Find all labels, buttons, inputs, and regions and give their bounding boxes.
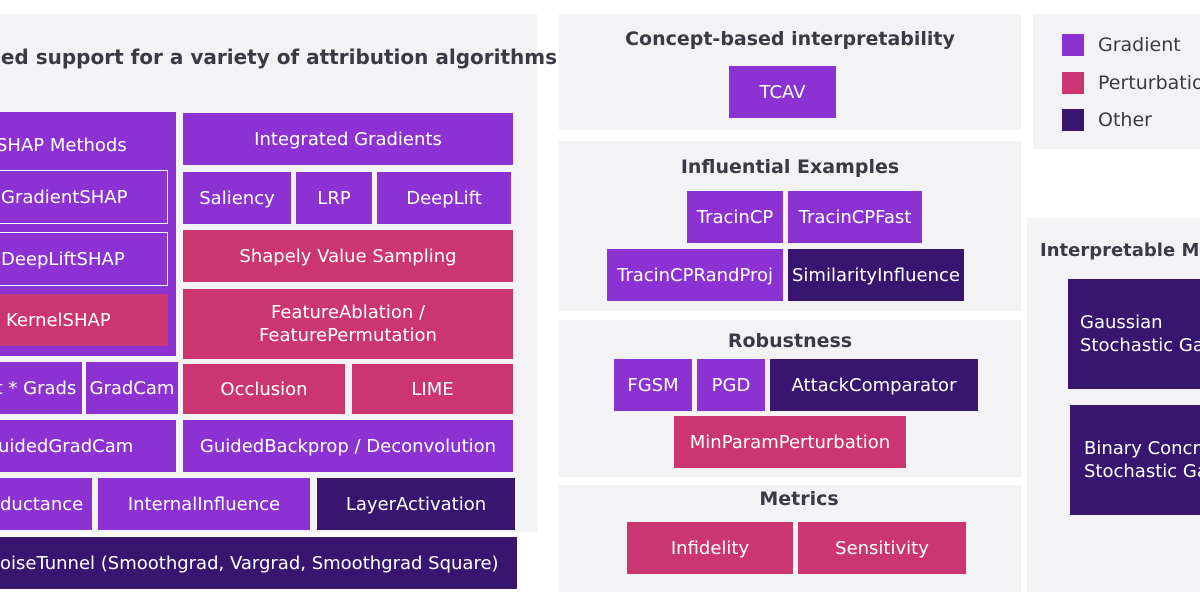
legend-label-perturbation: Perturbatio bbox=[1098, 72, 1200, 94]
noise-tunnel-box: oiseTunnel (Smoothgrad, Vargrad, Smoothg… bbox=[0, 537, 517, 589]
kernelshap-box: KernelSHAP bbox=[0, 294, 168, 346]
legend-swatch-gradient bbox=[1062, 34, 1084, 56]
legend-item-gradient: Gradient bbox=[1062, 34, 1181, 56]
pgd-box: PGD bbox=[697, 359, 765, 411]
fgsm-box: FGSM bbox=[614, 359, 692, 411]
attribution-title: ied support for a variety of attribution… bbox=[0, 45, 558, 69]
legend-label-gradient: Gradient bbox=[1098, 34, 1181, 56]
gaussian-stochastic-gates-box: Gaussian Stochastic Ga bbox=[1068, 279, 1200, 389]
similarity-influence-box: SimilarityInfluence bbox=[788, 249, 964, 301]
legend-label-other: Other bbox=[1098, 109, 1152, 131]
integrated-gradients-box: Integrated Gradients bbox=[183, 113, 513, 165]
legend-panel bbox=[1033, 14, 1200, 149]
tracincp-fast-box: TracinCPFast bbox=[788, 191, 922, 243]
internal-influence-box: InternalInfluence bbox=[98, 478, 310, 530]
feature-ablation-box: FeatureAblation / FeaturePermutation bbox=[183, 289, 513, 359]
gradcam-box: GradCam bbox=[86, 362, 178, 414]
legend-swatch-other bbox=[1062, 109, 1084, 131]
infidelity-box: Infidelity bbox=[627, 522, 793, 574]
guided-gradcam-box: uidedGradCam bbox=[0, 420, 176, 472]
saliency-box: Saliency bbox=[183, 172, 291, 224]
occlusion-box: Occlusion bbox=[183, 364, 345, 414]
interpretable-title: Interpretable M bbox=[1040, 240, 1200, 261]
attack-comparator-box: AttackComparator bbox=[770, 359, 978, 411]
metrics-title: Metrics bbox=[759, 488, 839, 510]
legend-item-perturbation: Perturbatio bbox=[1062, 72, 1200, 94]
legend-item-other: Other bbox=[1062, 109, 1152, 131]
conductance-box: ductance bbox=[0, 478, 92, 530]
sensitivity-box: Sensitivity bbox=[798, 522, 966, 574]
lrp-box: LRP bbox=[296, 172, 372, 224]
legend-swatch-perturbation bbox=[1062, 72, 1084, 94]
concept-title: Concept-based interpretability bbox=[625, 28, 955, 50]
tracincp-randproj-box: TracinCPRandProj bbox=[607, 249, 783, 301]
tracincp-box: TracinCP bbox=[687, 191, 783, 243]
deeplift-box: DeepLift bbox=[377, 172, 511, 224]
shapley-sampling-box: Shapely Value Sampling bbox=[183, 230, 513, 282]
input-x-grads-box: t * Grads bbox=[0, 362, 82, 414]
min-param-perturbation-box: MinParamPerturbation bbox=[674, 416, 906, 468]
robustness-title: Robustness bbox=[727, 330, 853, 352]
layer-activation-box: LayerActivation bbox=[317, 478, 515, 530]
binary-concrete-stochastic-gates-box: Binary Concr Stochastic Ga bbox=[1070, 405, 1200, 515]
influential-title: Influential Examples bbox=[680, 156, 900, 178]
deepliftshap-box: DeepLiftSHAP bbox=[0, 232, 168, 286]
gradientshap-box: GradientSHAP bbox=[0, 170, 168, 224]
lime-box: LIME bbox=[352, 364, 513, 414]
tcav-box: TCAV bbox=[729, 66, 836, 118]
guided-backprop-box: GuidedBackprop / Deconvolution bbox=[183, 420, 513, 472]
shap-methods-label: SHAP Methods bbox=[0, 134, 127, 156]
